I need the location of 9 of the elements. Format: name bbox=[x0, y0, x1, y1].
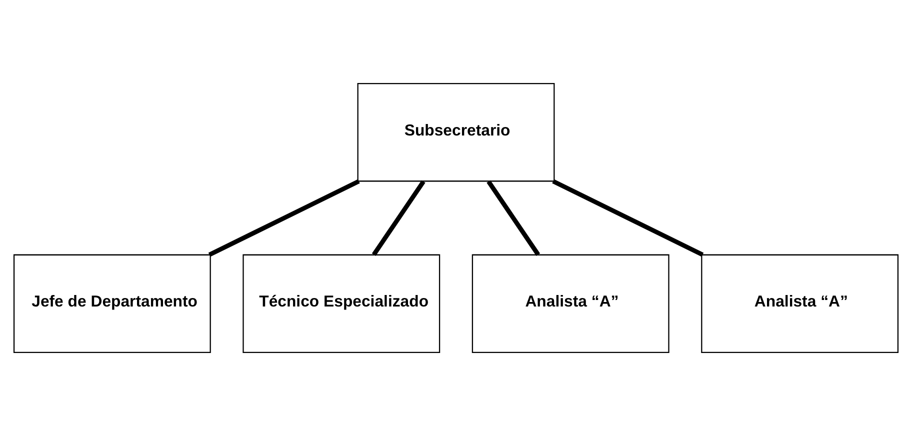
connector bbox=[208, 179, 360, 257]
connector bbox=[552, 179, 704, 257]
node-box: Analista “A” bbox=[701, 254, 899, 354]
node-box: Analista “A” bbox=[472, 254, 670, 354]
connector bbox=[372, 180, 426, 256]
node-box: Técnico Especializado bbox=[242, 254, 440, 354]
connector bbox=[486, 180, 540, 256]
node-box: Jefe de Departamento bbox=[13, 254, 211, 354]
node-box: Subsecretario bbox=[357, 82, 555, 182]
